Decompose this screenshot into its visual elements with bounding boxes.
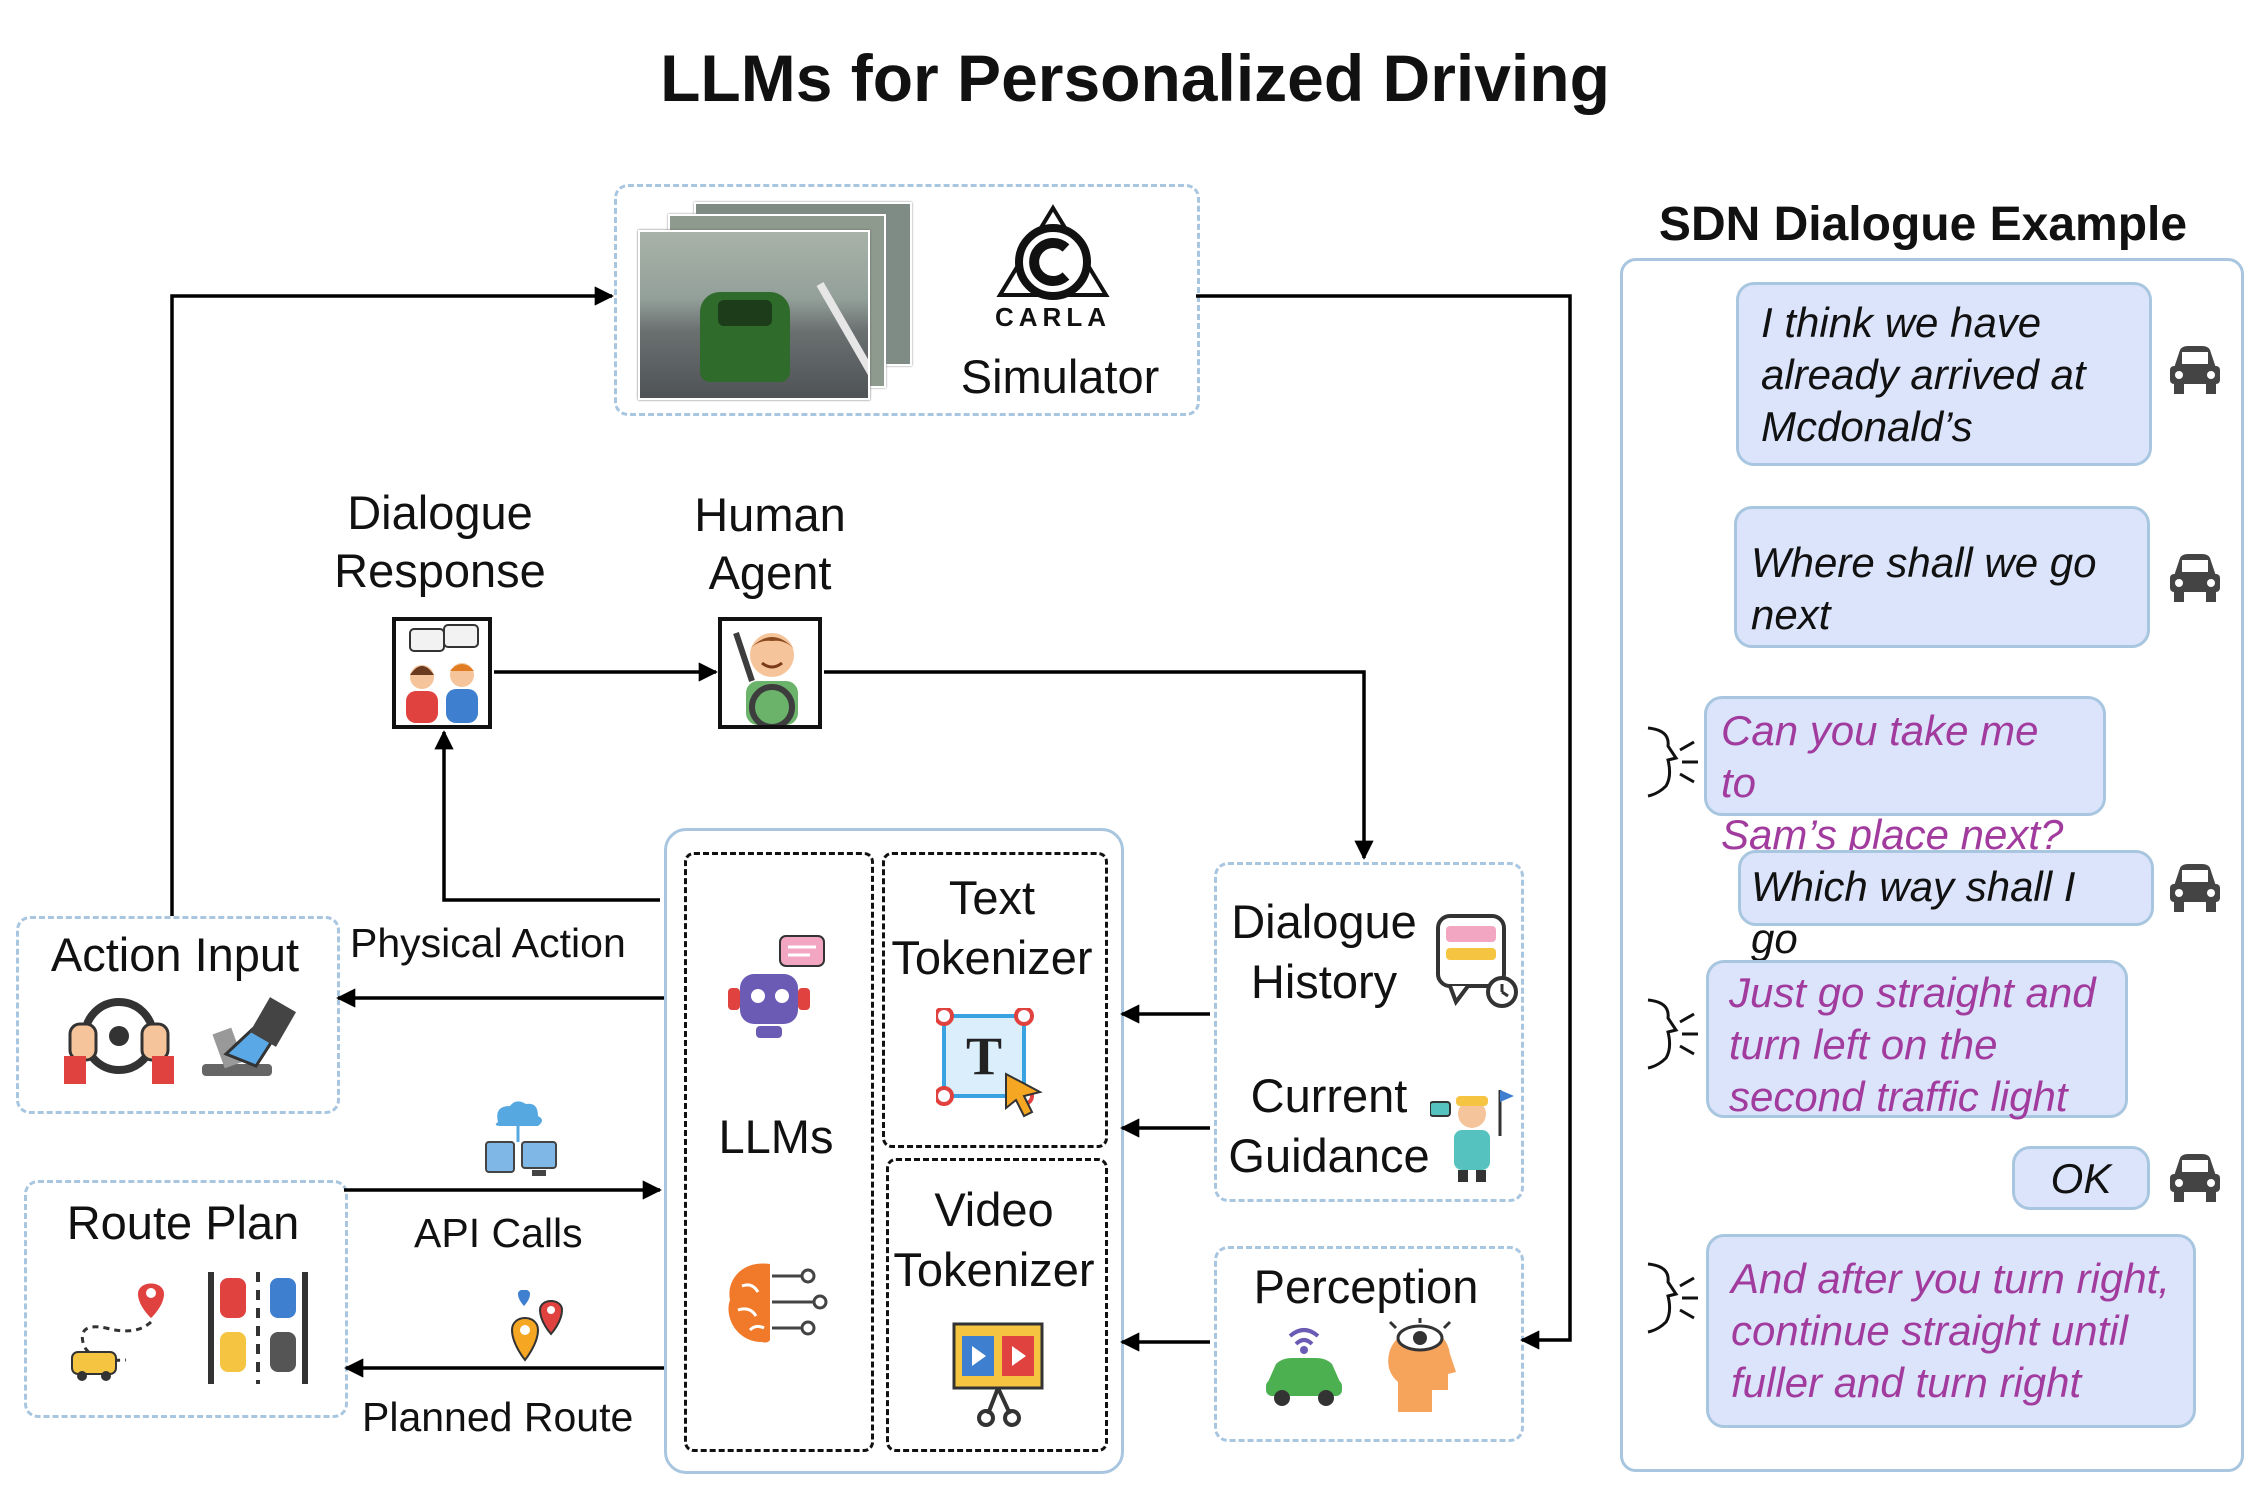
physical-action-label: Physical Action — [350, 920, 626, 966]
route-plan-label: Route Plan — [66, 1196, 300, 1249]
video-cut-icon — [952, 1322, 1044, 1427]
human-agent-label: Human Agent — [694, 488, 846, 599]
brain-circuit-icon — [728, 1263, 828, 1343]
speaking-head-icon — [1647, 998, 1698, 1070]
current-guidance-label: Current Guidance — [1228, 1069, 1430, 1182]
edge-action-to-simulator — [170, 286, 614, 916]
connected-car-icon — [1266, 1328, 1342, 1406]
dialogue-message: And after you turn right, continue strai… — [1706, 1234, 2196, 1428]
dialogue-message: OK — [2012, 1146, 2150, 1210]
robot-chat-icon — [728, 935, 825, 1038]
dialogue-history-label: Dialogue History — [1231, 895, 1417, 1008]
dialogue-response-icon — [392, 617, 492, 729]
edge-human-to-history — [824, 670, 1374, 860]
car-icon — [2170, 346, 2220, 394]
car-icon — [2170, 1154, 2220, 1202]
text-token-icon: T — [936, 1008, 1043, 1118]
car-icon — [2170, 554, 2220, 602]
traffic-lanes-icon — [208, 1272, 308, 1384]
action-input-label: Action Input — [50, 928, 300, 981]
simulator-screenshot — [638, 200, 918, 400]
dialogue-message: Can you take me to Sam’s place next? — [1704, 696, 2106, 858]
chat-history-icon — [1436, 914, 1518, 1008]
edge-simulator-to-perception — [1196, 294, 1572, 1350]
text-tokenizer-module — [882, 852, 1108, 1148]
dialogue-message: I think we have already arrived at Mcdon… — [1736, 282, 2152, 466]
carla-logo-icon — [996, 204, 1110, 300]
dialogue-message: Where shall we go next — [1734, 506, 2150, 648]
dialogue-response-label: Dialogue Response — [334, 486, 546, 597]
dialogue-message: Which way shall I go — [1738, 850, 2154, 962]
cloud-server-icon — [485, 1101, 557, 1176]
video-tokenizer-module — [886, 1158, 1108, 1452]
speaking-head-icon — [1647, 726, 1698, 798]
steering-wheel-icon — [64, 998, 174, 1084]
perception-box — [1214, 1246, 1524, 1442]
llms-label: LLMs — [718, 1110, 834, 1163]
route-map-icon — [71, 1283, 164, 1381]
diagram-title: LLMs for Personalized Driving — [660, 41, 1610, 115]
speaking-head-icon — [1647, 1262, 1698, 1334]
text-tokenizer-label: Text Tokenizer — [891, 871, 1093, 984]
perception-label: Perception — [1253, 1260, 1479, 1313]
svg-text:T: T — [966, 1026, 1002, 1086]
video-tokenizer-label: Video Tokenizer — [893, 1183, 1095, 1296]
dialogue-panel-title: SDN Dialogue Example — [1658, 198, 2188, 251]
planned-route-label: Planned Route — [362, 1394, 634, 1440]
pedal-foot-icon — [202, 997, 296, 1076]
carla-logo-text: CARLA — [995, 302, 1111, 332]
human-agent-icon — [718, 617, 822, 730]
guide-person-icon — [1430, 1090, 1514, 1182]
location-pins-icon — [510, 1290, 564, 1362]
car-icon — [2170, 864, 2220, 912]
simulator-label: Simulator — [960, 350, 1160, 403]
api-calls-label: API Calls — [414, 1210, 583, 1256]
dialogue-message: Just go straight and turn left on the se… — [1706, 960, 2128, 1120]
eye-head-icon — [1388, 1318, 1456, 1412]
edge-llm-to-response — [434, 730, 660, 902]
